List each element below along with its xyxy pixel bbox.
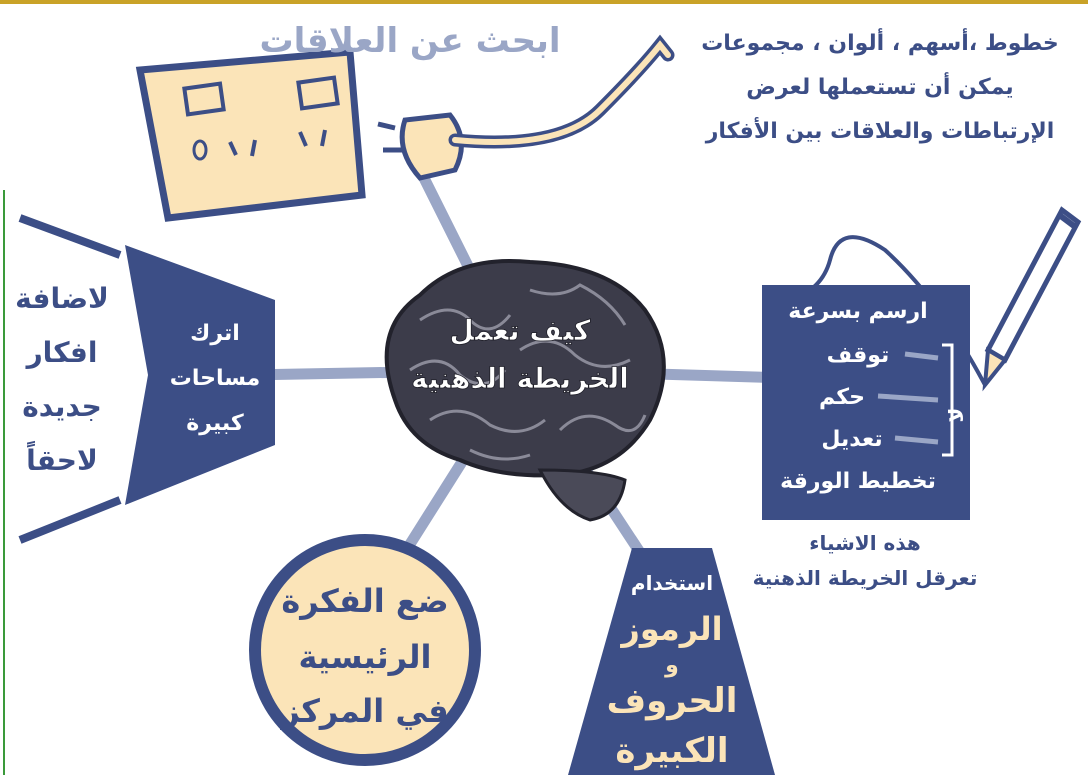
- center-title-line-1: كيف تعمل: [450, 314, 592, 347]
- trapezoid-line-4: الحروف: [607, 681, 738, 721]
- plug-cable-fill: [452, 40, 671, 145]
- funnel-inner-shape: [125, 245, 275, 505]
- funnel-inner-line-3: كبيرة: [186, 411, 244, 436]
- left-funnel-shape: [18, 214, 275, 544]
- note-line-1: خطوط ،أسهم ، ألوان ، مجموعات: [701, 27, 1059, 56]
- power-socket-and-plug-icon: [135, 34, 675, 222]
- pencil-icon: [982, 206, 1082, 392]
- socket-hole-slot-1: [228, 141, 238, 156]
- funnel-lower-edge: [18, 496, 122, 544]
- plug-body: [399, 112, 464, 181]
- circle-line-3: في المركز: [279, 692, 448, 730]
- funnel-outer-line-2: افكار: [25, 336, 98, 369]
- socket-label: ابحث عن العلاقات: [259, 21, 560, 61]
- right-box-item-4: تخطيط الورقة: [780, 469, 936, 494]
- socket-hole-round: [192, 139, 208, 161]
- funnel-inner-line-1: اترك: [190, 321, 240, 346]
- right-box: [762, 285, 970, 520]
- socket-switch-right: [296, 75, 340, 111]
- main-idea-circle: [249, 534, 481, 766]
- brain-cerebellum: [537, 468, 627, 522]
- brain-folds: [409, 283, 647, 461]
- socket-switch-left: [182, 81, 226, 117]
- note-line-3: الإرتباطات والعلاقات بين الأفكار: [705, 116, 1055, 144]
- funnel-outer-line-4: لاحقاً: [26, 440, 98, 477]
- brain-icon: [384, 258, 666, 522]
- note-line-2: يمكن أن تستعملها لعرض: [746, 71, 1013, 100]
- socket-hole-slot-2: [250, 139, 257, 157]
- right-box-item-2: حكم: [819, 385, 865, 410]
- right-box-item-1: توقف: [827, 343, 890, 368]
- right-box-bracket-text: لا: [944, 408, 968, 423]
- right-box-title: ارسم بسرعة: [788, 299, 927, 324]
- plug-pin-1: [377, 121, 396, 131]
- funnel-outer-line-3: جديدة: [22, 390, 102, 423]
- funnel-outer-line-1: لاضافة: [15, 282, 109, 315]
- center-title-line-2: الخريطة الذهنية: [411, 362, 629, 395]
- funnel-upper-edge: [18, 214, 122, 259]
- trapezoid-line-2: الرموز: [619, 610, 722, 648]
- right-box-item-3: تعديل: [821, 427, 882, 452]
- right-box-bracket: [942, 343, 954, 457]
- right-caption-line-2: تعرقل الخريطة الذهنية: [753, 566, 978, 590]
- trapezoid-line-1: استخدام: [631, 571, 713, 595]
- trapezoid-line-3: و: [664, 653, 679, 678]
- socket-hole-slot-3: [298, 131, 308, 147]
- trapezoid-line-5: الكبيرة: [615, 731, 728, 771]
- funnel-inner-line-2: مساحات: [170, 366, 261, 391]
- symbols-trapezoid: [568, 548, 775, 775]
- brain-cerebrum: [384, 258, 666, 478]
- socket-hole-slot-4: [320, 129, 327, 147]
- circle-line-1: ضع الفكرة: [281, 582, 448, 620]
- circle-line-2: الرئيسية: [299, 638, 432, 676]
- right-caption-line-1: هذه الاشياء: [809, 531, 921, 555]
- right-box-strike-marks: [877, 351, 939, 445]
